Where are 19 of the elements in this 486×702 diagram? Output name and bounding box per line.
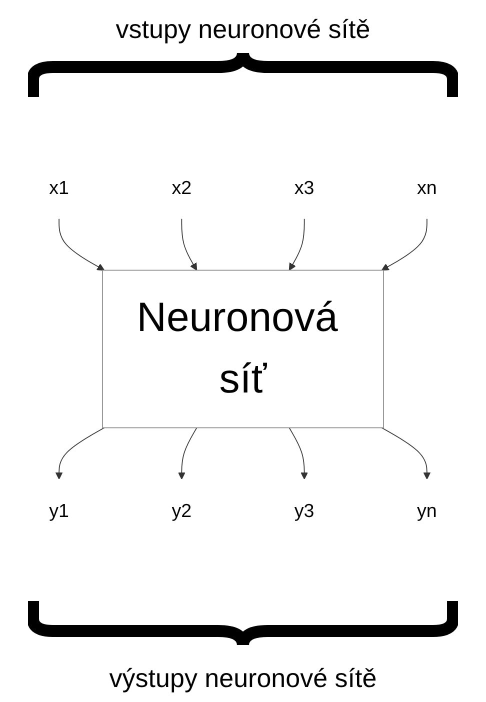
arrow bbox=[178, 427, 198, 480]
node-text: y3 bbox=[294, 500, 314, 522]
arrow bbox=[288, 427, 308, 480]
node-box: Neuronová síť bbox=[102, 270, 384, 428]
heading-text: vstupy neuronové sítě bbox=[116, 14, 370, 45]
node-text: x2 bbox=[172, 176, 192, 198]
node-text: xn bbox=[417, 176, 437, 198]
arrow bbox=[381, 427, 431, 480]
node-text: x1 bbox=[49, 176, 69, 198]
node-text: y2 bbox=[172, 500, 192, 522]
arrow bbox=[58, 218, 105, 271]
footer-text: výstupy neuronové sítě bbox=[109, 663, 377, 694]
arrow bbox=[181, 218, 198, 271]
arrow bbox=[55, 427, 105, 480]
node-text: x3 bbox=[294, 176, 314, 198]
node-text: yn bbox=[417, 500, 437, 522]
node-text: y1 bbox=[49, 500, 69, 522]
arrow bbox=[381, 218, 428, 271]
arrow bbox=[288, 218, 305, 271]
